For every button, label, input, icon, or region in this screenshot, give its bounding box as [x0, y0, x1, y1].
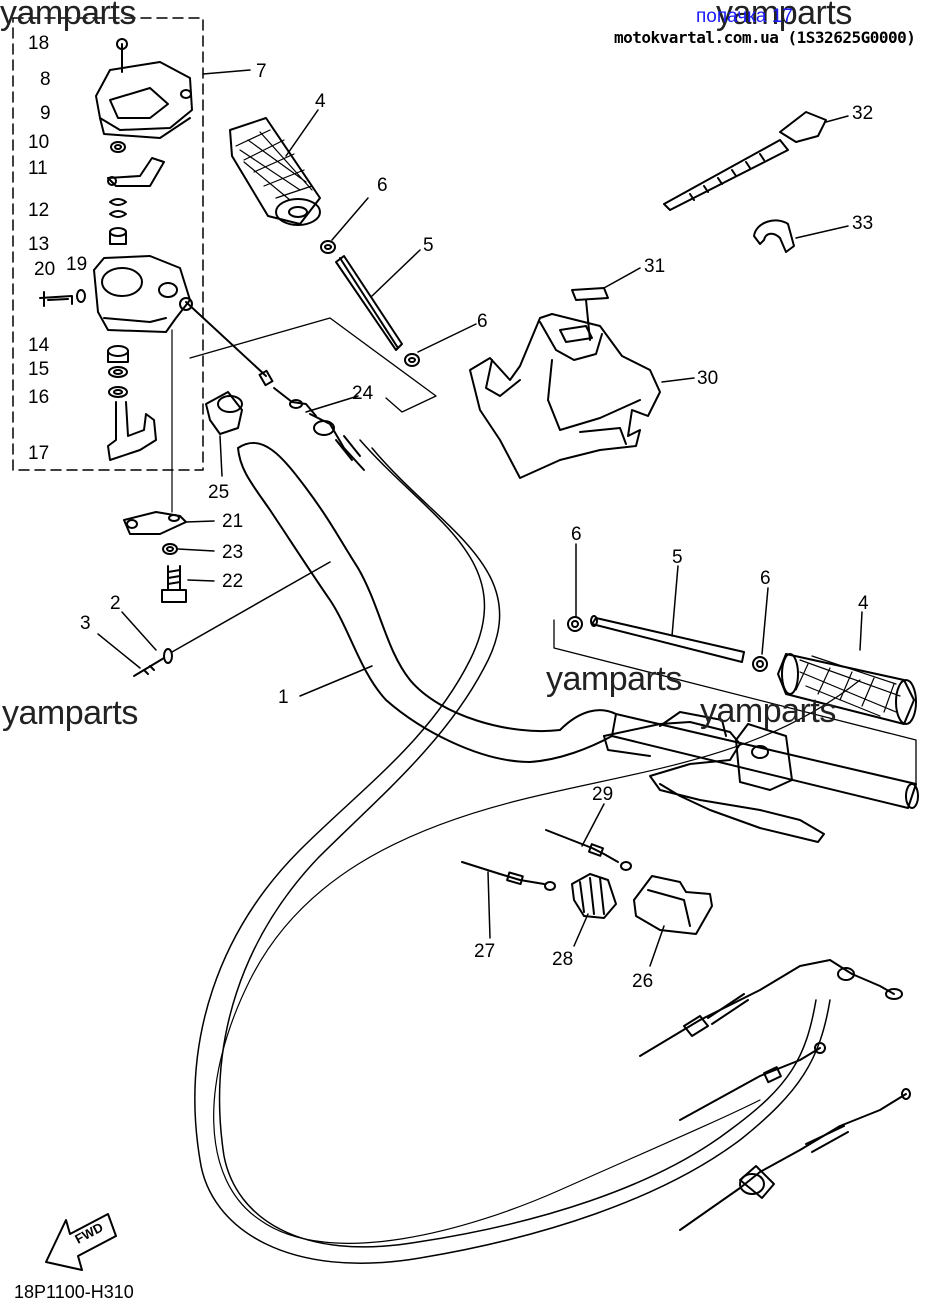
bar-end-weight-5-right: [590, 615, 745, 663]
callout-16: 16: [28, 387, 50, 408]
watermark: yamparts: [716, 0, 852, 32]
callout-20: 20: [34, 259, 56, 280]
clamp-21: [123, 511, 187, 535]
throttle-cover: [95, 38, 193, 139]
callout-25: 25: [208, 482, 230, 503]
fwd-label: FWD: [72, 1220, 105, 1247]
washer-10: [110, 141, 126, 153]
callout-24: 24: [352, 383, 374, 404]
washer-23: [162, 543, 178, 555]
callout-5: 5: [423, 235, 434, 256]
callout-6: 6: [377, 175, 388, 196]
adjuster-28: [571, 873, 617, 919]
throttle-housing: [93, 255, 193, 333]
collar-6-upper-a: [320, 240, 336, 254]
cable-29: [545, 829, 632, 871]
holder-26: [633, 875, 713, 935]
callout-26: 26: [632, 971, 654, 992]
callout-4-right: 4: [858, 593, 869, 614]
callout-23: 23: [222, 542, 244, 563]
cable-24-bracket-outline: [189, 317, 437, 413]
screw-20: [39, 291, 73, 307]
cable-lower-3: [679, 1088, 911, 1231]
cable-boot-25: [205, 391, 243, 435]
grip-right: [777, 653, 917, 725]
callout-27: 27: [474, 941, 496, 962]
callout-32: 32: [852, 103, 874, 124]
callout-22: 22: [222, 571, 244, 592]
throttle-assembly-box: [12, 17, 204, 471]
diagram-code: 18P1100-H310: [14, 1282, 134, 1302]
bar-end-weight-5-upper: [335, 255, 403, 351]
callout-9: 9: [40, 103, 51, 124]
handlebar-cover-30: [469, 313, 661, 479]
header-link[interactable]: попачка 17: [696, 6, 793, 27]
callout-3: 3: [80, 613, 91, 634]
clip-2: [163, 648, 173, 664]
throttle-cable-24: [185, 301, 365, 471]
watermark: yamparts: [546, 660, 682, 698]
cable-loop: [194, 439, 831, 1264]
callout-28: 28: [552, 949, 574, 970]
callout-19: 19: [66, 254, 88, 275]
callout-2: 2: [110, 593, 121, 614]
cable-clamp-33: [753, 219, 795, 253]
callout-18: 18: [28, 33, 50, 54]
callout-8: 8: [40, 69, 51, 90]
washer-15: [108, 366, 128, 378]
bolt-22: [161, 565, 187, 603]
washer-19: [76, 289, 86, 303]
spring-12: [109, 198, 127, 218]
callout-31: 31: [644, 256, 666, 277]
callout-15: 15: [28, 359, 50, 380]
collar-6-right-b: [752, 656, 768, 672]
cable-tie-32: [663, 111, 827, 211]
callout-11: 11: [28, 158, 48, 179]
pin-3: [133, 657, 165, 677]
cable-lower-1: [639, 959, 903, 1057]
callout-4: 4: [315, 91, 326, 112]
callout-6-upper: 6: [477, 311, 488, 332]
watermark: yamparts: [700, 692, 836, 730]
throttle-lever-11: [107, 157, 165, 187]
cable-lower-2: [679, 1042, 826, 1121]
collar-6-right-a: [567, 616, 583, 632]
watermark: yamparts: [0, 0, 136, 32]
callout-7: 7: [256, 61, 267, 82]
callout-30: 30: [697, 368, 719, 389]
grip-left: [229, 117, 321, 226]
callout-6-right-a: 6: [571, 524, 582, 545]
callout-5-right: 5: [672, 547, 683, 568]
fwd-arrow-icon: [45, 1213, 117, 1271]
callout-33: 33: [852, 213, 874, 234]
lever-assembly: [603, 711, 825, 843]
callout-29: 29: [592, 784, 614, 805]
callout-13: 13: [28, 234, 50, 255]
callout-10: 10: [28, 132, 50, 153]
header-source: motokvartal.com.ua (1S32625G0000): [614, 28, 916, 47]
decal-31: [571, 287, 609, 341]
collar-6-upper-b: [404, 353, 420, 367]
callout-1: 1: [278, 687, 289, 708]
watermark: yamparts: [2, 694, 138, 732]
callout-21: 21: [222, 511, 244, 532]
washer-16: [108, 386, 128, 398]
bushing-14: [107, 345, 129, 363]
callout-17: 17: [28, 443, 50, 464]
throttle-shaft-17: [107, 401, 157, 461]
callout-6-right-b: 6: [760, 568, 771, 589]
cable-27: [461, 861, 556, 891]
collar-13: [109, 227, 127, 245]
callout-12: 12: [28, 200, 50, 221]
callout-14: 14: [28, 335, 50, 356]
